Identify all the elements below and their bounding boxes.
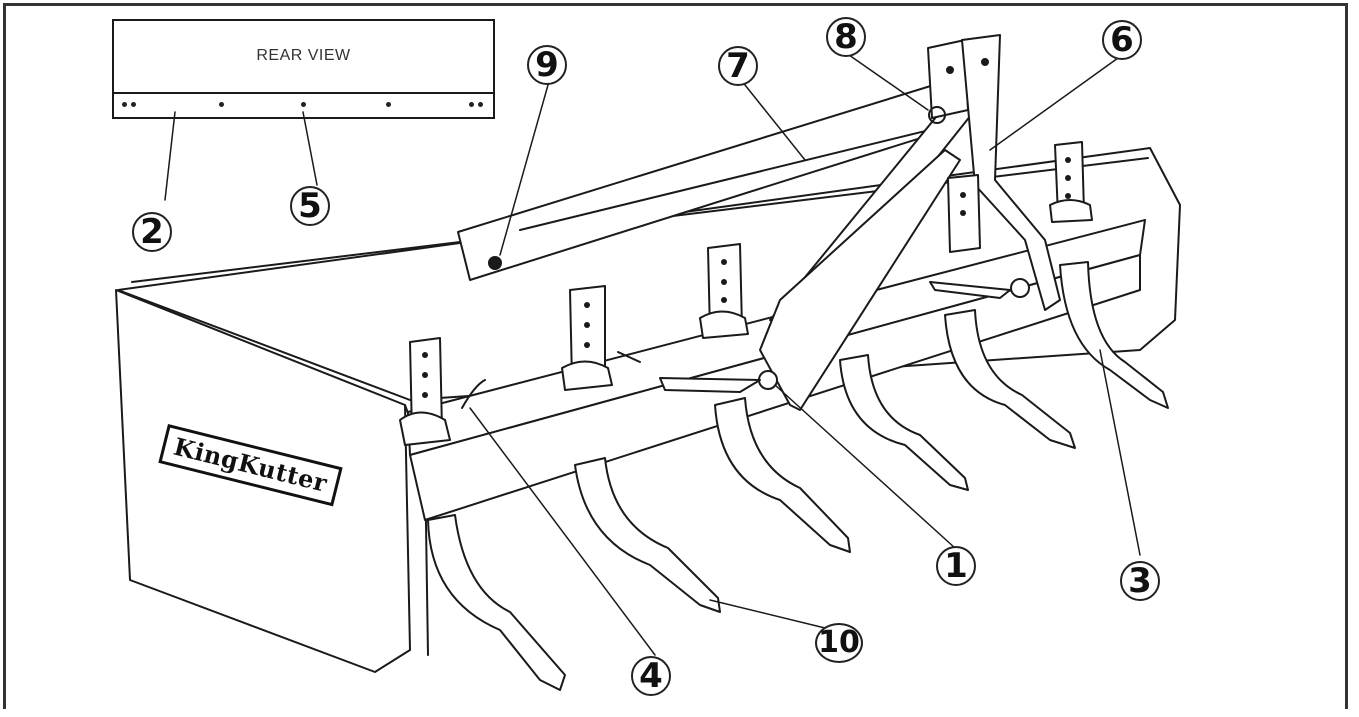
callout-7: 7 bbox=[718, 46, 758, 86]
mast-plate-right bbox=[961, 34, 1061, 311]
a-frame-tube bbox=[759, 149, 961, 411]
clamp bbox=[399, 411, 451, 446]
callout-10: 10 bbox=[815, 623, 863, 663]
rear-view-edge bbox=[114, 92, 493, 94]
callout-9: 9 bbox=[527, 45, 567, 85]
rear-view-title: REAR VIEW bbox=[256, 47, 351, 64]
callout-3: 3 bbox=[1120, 561, 1160, 601]
mast-hole bbox=[981, 58, 989, 66]
clamp bbox=[699, 310, 749, 339]
lift-pin-right bbox=[1010, 278, 1030, 298]
leader-8 bbox=[848, 54, 929, 111]
lift-pin-shaft bbox=[659, 377, 761, 393]
callout-1: 1 bbox=[936, 546, 976, 586]
lift-pin-left bbox=[758, 370, 778, 390]
frame-bolt bbox=[488, 256, 502, 270]
rear-view-bolt-hole bbox=[386, 102, 391, 107]
leader-2 bbox=[164, 111, 176, 201]
leader-4 bbox=[469, 407, 656, 656]
mast-hole bbox=[946, 66, 954, 74]
rear-view-bolt-hole bbox=[301, 102, 306, 107]
lift-pin-shaft-right bbox=[929, 281, 1011, 299]
callout-5: 5 bbox=[290, 186, 330, 226]
leader-1 bbox=[774, 384, 956, 549]
rear-view-bolt-hole bbox=[478, 102, 483, 107]
rear-view-bolt-hole bbox=[122, 102, 127, 107]
top-frame-bar-back bbox=[519, 124, 951, 231]
spring-pin bbox=[617, 351, 641, 363]
spring-pin bbox=[461, 379, 486, 409]
rear-view-bolt-hole bbox=[469, 102, 474, 107]
callout-8: 8 bbox=[826, 17, 866, 57]
callout-2: 2 bbox=[132, 212, 172, 252]
rear-view-bolt-hole bbox=[219, 102, 224, 107]
shanks bbox=[427, 261, 1169, 691]
rear-view-inset: REAR VIEW bbox=[112, 19, 495, 119]
leader-10 bbox=[709, 599, 826, 629]
rear-view-bolt-hole bbox=[131, 102, 136, 107]
leader-6 bbox=[989, 57, 1119, 151]
bracket-holes bbox=[422, 157, 1071, 398]
clamp bbox=[1049, 199, 1093, 223]
leader-7 bbox=[744, 84, 806, 161]
callout-4: 4 bbox=[631, 656, 671, 696]
mast-pin bbox=[928, 106, 946, 124]
mast-plate-left bbox=[927, 39, 969, 119]
leader-5 bbox=[302, 111, 318, 186]
clamp bbox=[561, 360, 613, 391]
callout-6: 6 bbox=[1102, 20, 1142, 60]
leader-3 bbox=[1099, 349, 1141, 556]
leader-9 bbox=[499, 84, 549, 256]
